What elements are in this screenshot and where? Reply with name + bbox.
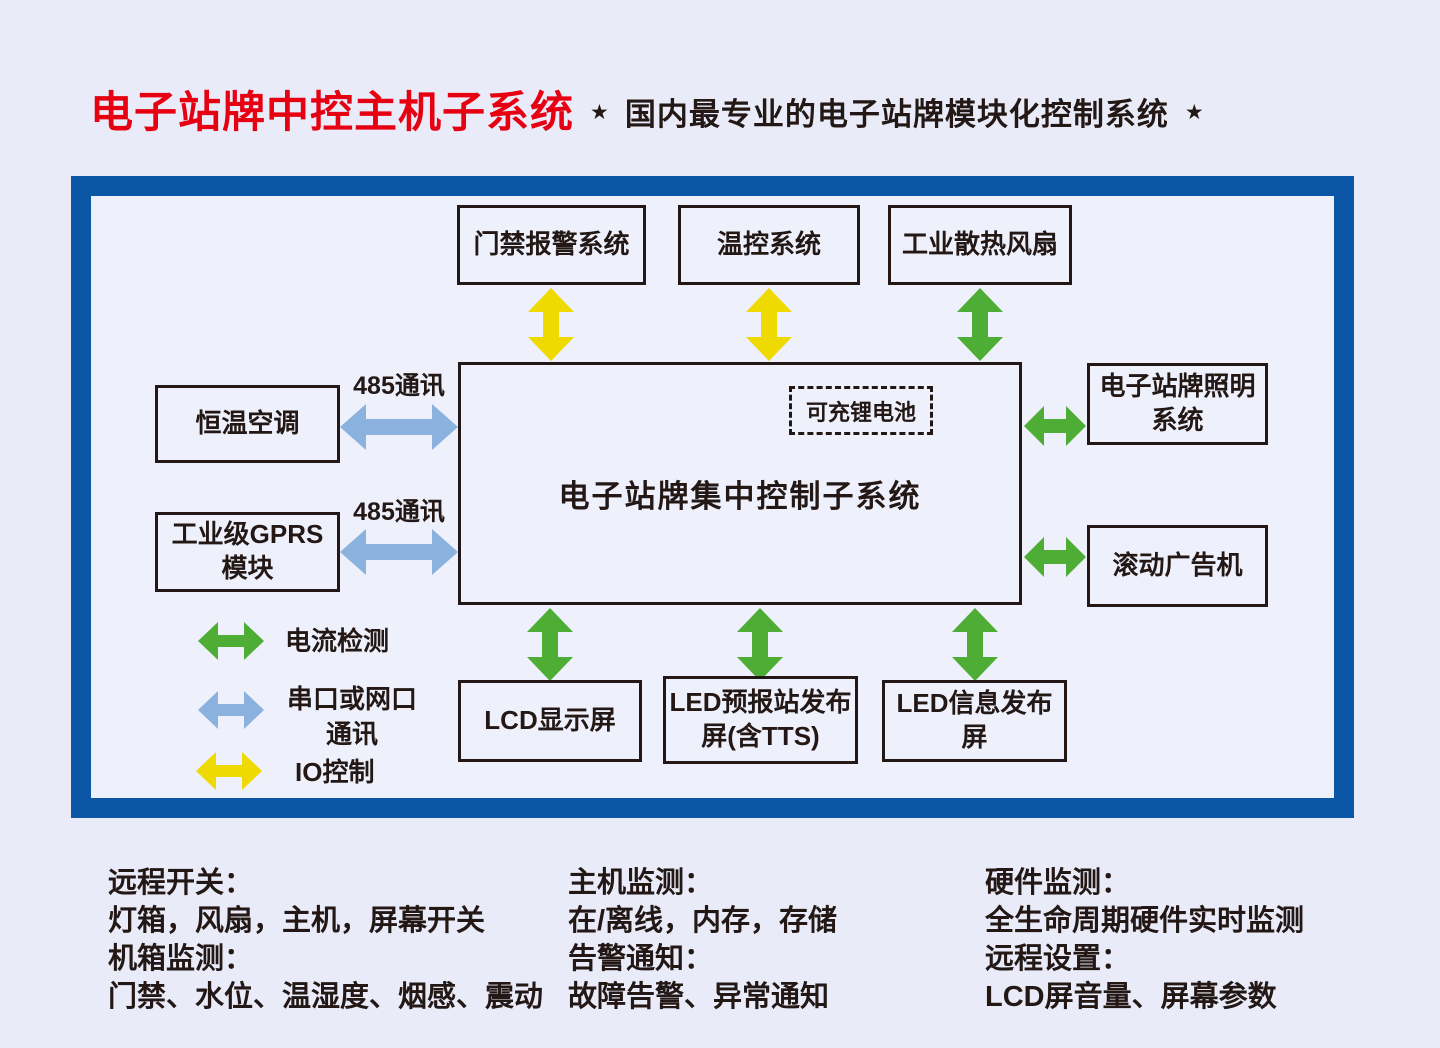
footer-line: 告警通知： <box>568 943 714 975</box>
arrow-shaft <box>761 308 777 341</box>
footer-line: 硬件监测： <box>985 867 1131 899</box>
footer-line: 灯箱，风扇，主机，屏幕开关 <box>108 905 486 937</box>
node-lcd-display: LCD显示屏 <box>458 680 642 762</box>
node-scrolling-ad-machine: 滚动广告机 <box>1087 525 1268 607</box>
legend-label-current-detection: 电流检测 <box>285 626 390 656</box>
arrow-shaft <box>972 308 988 341</box>
footer-line: 机箱监测： <box>108 943 254 975</box>
arrow-left-icon <box>1024 406 1044 446</box>
current-arrow-cooling-fan <box>957 288 1003 361</box>
serial-arrow-air-conditioner <box>340 404 458 450</box>
link-label-485-2: 485通讯 <box>353 498 445 526</box>
arrow-right-icon <box>244 622 264 660</box>
footer-column-host-monitoring: 主机监测： 在/离线，内存，存储 告警通知： 故障告警、异常通知 <box>568 864 837 1016</box>
arrow-down-icon <box>952 657 998 681</box>
battery-box: 可充锂电池 <box>789 386 933 435</box>
arrow-shaft <box>216 704 246 716</box>
page-title-subtitle: 国内最专业的电子站牌模块化控制系统 <box>624 96 1169 132</box>
node-thermostat-air-conditioner: 恒温空调 <box>155 385 340 463</box>
node-label: 滚动广告机 <box>1112 550 1243 581</box>
arrow-shaft <box>214 765 244 777</box>
current-arrow-led-forecast-screen <box>737 608 783 681</box>
footer-line: 主机监测： <box>568 867 714 899</box>
footer-line: LCD屏音量、屏幕参数 <box>985 981 1277 1013</box>
io-arrow-door-alarm <box>528 288 574 361</box>
page-title: 电子站牌中控主机子系统 ★ 国内最专业的电子站牌模块化控制系统 ★ <box>90 78 1204 140</box>
arrow-down-icon <box>957 337 1003 361</box>
link-label-485-1: 485通讯 <box>353 372 445 400</box>
footer-line: 全生命周期硬件实时监测 <box>985 905 1305 937</box>
io-arrow-temperature-control <box>746 288 792 361</box>
arrow-right-icon <box>244 691 264 729</box>
arrow-left-icon <box>340 404 366 450</box>
arrow-right-icon <box>432 529 458 575</box>
arrow-left-icon <box>1024 537 1044 577</box>
arrow-left-icon <box>198 622 218 660</box>
node-label: 门禁报警系统 <box>473 229 630 260</box>
footer-line: 故障告警、异常通知 <box>568 981 830 1013</box>
arrow-shaft <box>542 628 558 661</box>
node-led-forecast-screen: LED预报站发布 屏(含TTS) <box>663 676 858 764</box>
arrow-shaft <box>1041 550 1069 564</box>
node-label: 恒温空调 <box>195 408 300 439</box>
legend-label-serial-network: 串口或网口 通讯 <box>286 684 417 750</box>
legend-blue-arrow-icon <box>198 691 264 729</box>
footer-line: 远程设置： <box>985 943 1131 975</box>
arrow-right-icon <box>432 404 458 450</box>
node-label: 电子站牌照明 系统 <box>1099 371 1256 435</box>
node-label: LED信息发布屏 <box>896 688 1053 752</box>
arrow-right-icon <box>1066 406 1086 446</box>
node-central-control-subsystem: 可充锂电池 电子站牌集中控制子系统 <box>458 362 1022 605</box>
arrow-shaft <box>216 635 246 647</box>
node-temperature-control-system: 温控系统 <box>678 205 860 285</box>
node-label: 工业级GPRS 模块 <box>171 519 324 583</box>
battery-label: 可充锂电池 <box>805 399 916 425</box>
arrow-left-icon <box>196 752 216 790</box>
arrow-shaft <box>362 544 436 560</box>
footer-line: 在/离线，内存，存储 <box>568 905 838 937</box>
footer-column-remote-switch: 远程开关： 灯箱，风扇，主机，屏幕开关 机箱监测： 门禁、水位、温湿度、烟感、震… <box>108 864 543 1016</box>
footer-line: 门禁、水位、温湿度、烟感、震动 <box>108 981 544 1013</box>
node-label: LED预报站发布 屏(含TTS) <box>669 687 852 751</box>
arrow-shaft <box>543 308 559 341</box>
arrow-shaft <box>1041 419 1069 433</box>
node-industrial-gprs-module: 工业级GPRS 模块 <box>155 512 340 592</box>
node-industrial-cooling-fan: 工业散热风扇 <box>888 205 1072 285</box>
node-stop-sign-lighting-system: 电子站牌照明 系统 <box>1087 363 1268 445</box>
current-arrow-lighting <box>1024 406 1086 446</box>
current-arrow-lcd-screen <box>527 608 573 681</box>
arrow-down-icon <box>746 337 792 361</box>
arrow-shaft <box>362 419 436 435</box>
legend-yellow-arrow-icon <box>196 752 262 790</box>
arrow-shaft <box>752 628 768 661</box>
footer-column-hardware-monitoring: 硬件监测： 全生命周期硬件实时监测 远程设置： LCD屏音量、屏幕参数 <box>985 864 1304 1016</box>
serial-arrow-gprs-module <box>340 529 458 575</box>
legend-green-arrow-icon <box>198 622 264 660</box>
current-arrow-led-info-screen <box>952 608 998 681</box>
node-led-info-screen: LED信息发布屏 <box>882 680 1067 762</box>
arrow-right-icon <box>1066 537 1086 577</box>
current-arrow-scrolling-ad <box>1024 537 1086 577</box>
node-label: 工业散热风扇 <box>901 229 1058 260</box>
node-door-alarm-system: 门禁报警系统 <box>457 205 646 285</box>
arrow-down-icon <box>527 657 573 681</box>
node-label: 温控系统 <box>716 229 821 260</box>
footer-line: 远程开关： <box>108 867 254 899</box>
page-title-main: 电子站牌中控主机子系统 <box>90 89 574 137</box>
star-icon: ★ <box>1184 100 1204 124</box>
arrow-down-icon <box>528 337 574 361</box>
arrow-left-icon <box>198 691 218 729</box>
arrow-shaft <box>967 628 983 661</box>
legend-label-io-control: IO控制 <box>295 757 375 787</box>
arrow-left-icon <box>340 529 366 575</box>
central-control-label: 电子站牌集中控制子系统 <box>558 479 922 514</box>
arrow-right-icon <box>242 752 262 790</box>
node-label: LCD显示屏 <box>484 705 616 736</box>
star-icon: ★ <box>590 100 609 124</box>
